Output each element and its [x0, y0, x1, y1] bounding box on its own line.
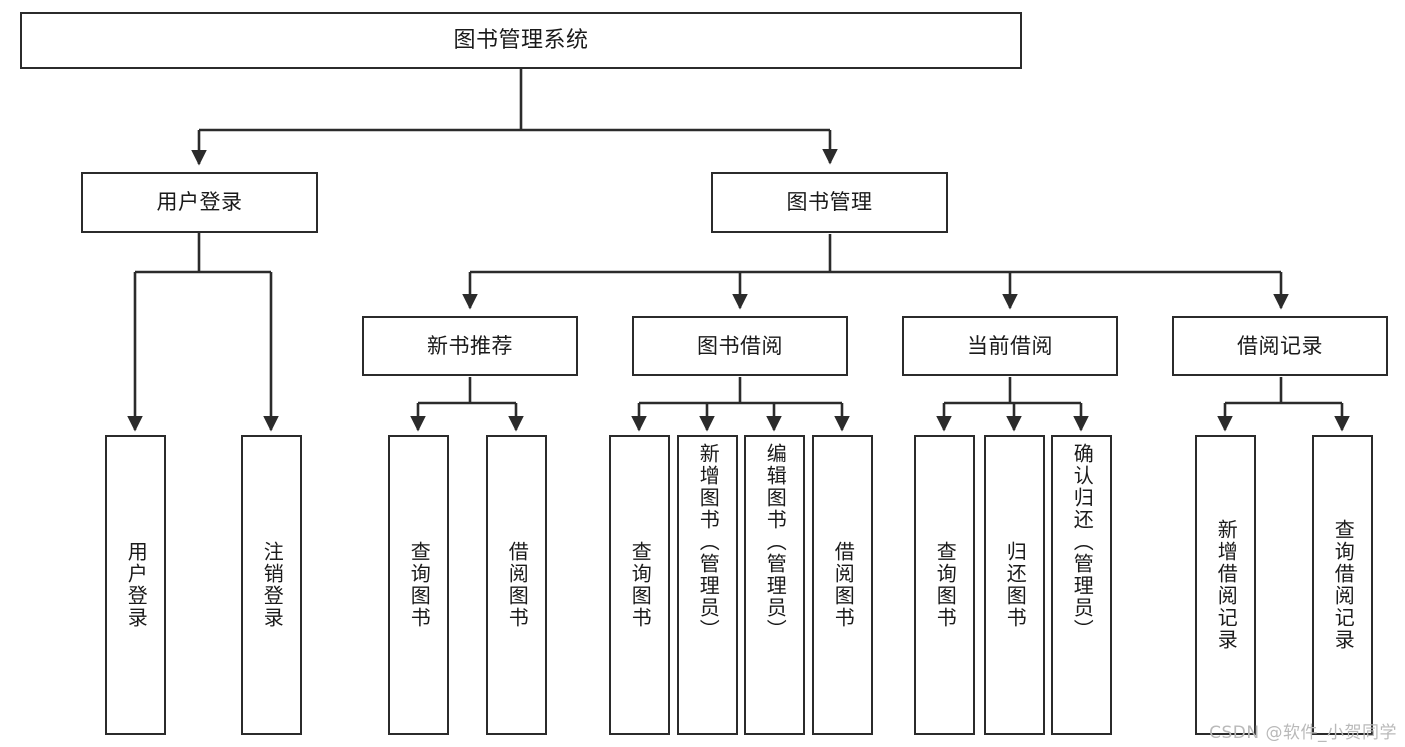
leaf-query-book-3-label: 查询图书 [933, 541, 958, 629]
leaf-logout[interactable]: 注销登录 [241, 435, 302, 735]
leaf-borrow-book-2[interactable]: 借阅图书 [812, 435, 873, 735]
leaf-user-login[interactable]: 用户登录 [105, 435, 166, 735]
leaf-add-record-label: 新增借阅记录 [1214, 519, 1239, 651]
node-borrow-record[interactable]: 借阅记录 [1172, 316, 1388, 376]
leaf-add-book[interactable]: 新增图书（管理员） [677, 435, 738, 735]
node-borrow-record-label: 借阅记录 [1237, 333, 1323, 358]
leaf-borrow-book-1-label: 借阅图书 [505, 541, 530, 629]
node-new-book-recommend-label: 新书推荐 [427, 333, 513, 358]
node-current-borrow[interactable]: 当前借阅 [902, 316, 1118, 376]
node-book-management-label: 图书管理 [786, 190, 873, 214]
leaf-confirm-return-label: 确认归还（管理员） [1070, 443, 1095, 641]
leaf-query-record-label: 查询借阅记录 [1331, 519, 1356, 651]
leaf-return-book-label: 归还图书 [1003, 541, 1028, 629]
leaf-borrow-book-1[interactable]: 借阅图书 [486, 435, 547, 735]
node-book-borrow-label: 图书借阅 [697, 333, 783, 358]
leaf-add-record[interactable]: 新增借阅记录 [1195, 435, 1256, 735]
leaf-borrow-book-2-label: 借阅图书 [831, 541, 856, 629]
leaf-query-book-2[interactable]: 查询图书 [609, 435, 670, 735]
leaf-query-book-2-label: 查询图书 [628, 541, 653, 629]
leaf-query-book-1-label: 查询图书 [407, 541, 432, 629]
leaf-query-book-3[interactable]: 查询图书 [914, 435, 975, 735]
leaf-query-record[interactable]: 查询借阅记录 [1312, 435, 1373, 735]
node-root[interactable]: 图书管理系统 [20, 12, 1022, 69]
leaf-edit-book[interactable]: 编辑图书（管理员） [744, 435, 805, 735]
leaf-return-book[interactable]: 归还图书 [984, 435, 1045, 735]
node-root-label: 图书管理系统 [453, 27, 589, 53]
node-current-borrow-label: 当前借阅 [967, 333, 1053, 358]
leaf-user-login-label: 用户登录 [124, 541, 149, 629]
node-new-book-recommend[interactable]: 新书推荐 [362, 316, 578, 376]
leaf-edit-book-label: 编辑图书（管理员） [763, 443, 788, 641]
leaf-add-book-label: 新增图书（管理员） [696, 443, 721, 641]
node-book-borrow[interactable]: 图书借阅 [632, 316, 848, 376]
node-user-login[interactable]: 用户登录 [81, 172, 318, 233]
node-book-management[interactable]: 图书管理 [711, 172, 948, 233]
watermark: CSDN @软件_小贺同学 [1209, 723, 1397, 743]
leaf-query-book-1[interactable]: 查询图书 [388, 435, 449, 735]
node-user-login-label: 用户登录 [156, 190, 243, 214]
leaf-logout-label: 注销登录 [260, 541, 285, 629]
leaf-confirm-return[interactable]: 确认归还（管理员） [1051, 435, 1112, 735]
